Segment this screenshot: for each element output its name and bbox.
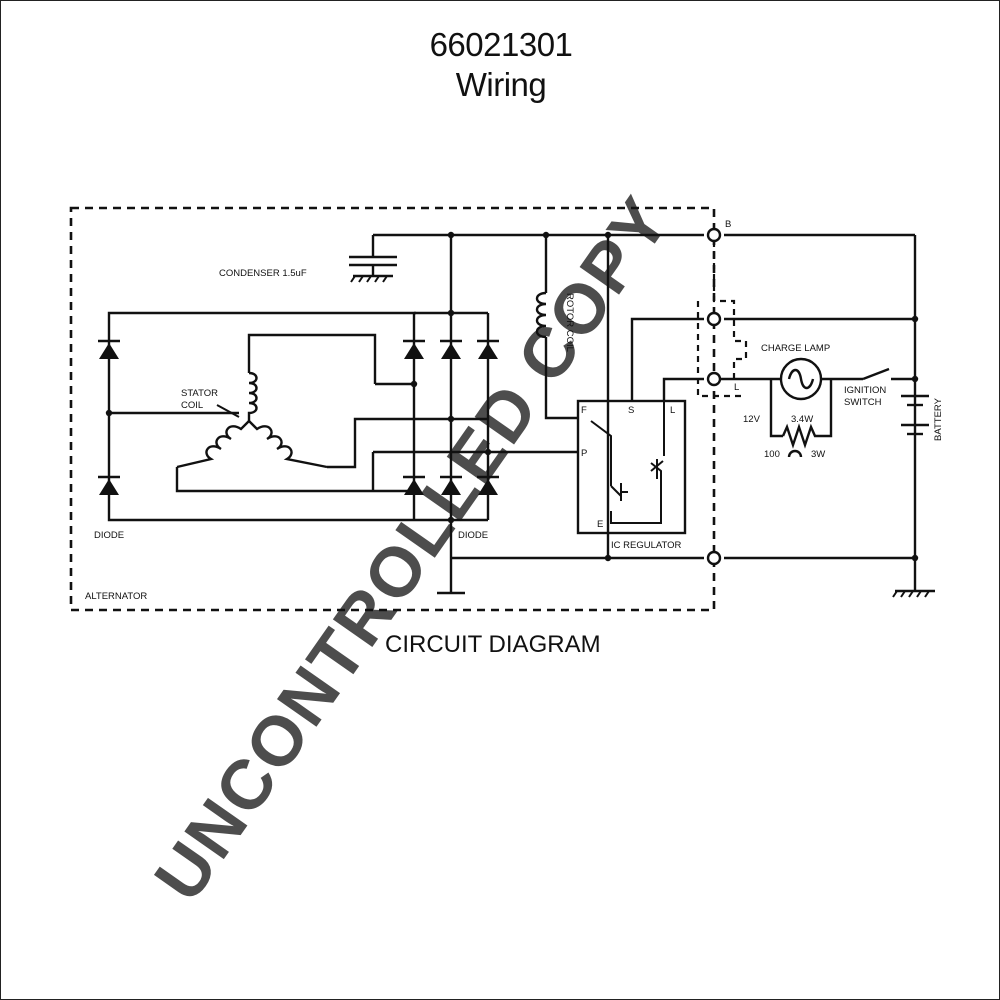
- charge-lamp-label: CHARGE LAMP: [761, 343, 830, 354]
- omega-icon: [787, 449, 803, 458]
- diode-icon: [477, 475, 499, 495]
- terminal-l-label: L: [734, 382, 739, 393]
- ignition-label-line2: SWITCH: [844, 397, 882, 408]
- resistor-value-label: 100: [764, 449, 780, 460]
- terminal-b-label: B: [725, 219, 731, 230]
- lamp-power-label: 3.4W: [791, 414, 813, 425]
- diode-icon: [98, 339, 120, 359]
- reg-terminal-e: E: [597, 519, 603, 530]
- terminal-e[interactable]: [706, 550, 722, 566]
- diode-icon: [403, 475, 425, 495]
- left-diode-bridge: DIODE: [94, 311, 416, 541]
- condenser: CONDENSER 1.5uF: [219, 235, 397, 283]
- lamp-voltage-label: 12V: [743, 414, 761, 425]
- diode-label-right: DIODE: [458, 530, 488, 541]
- terminal-b[interactable]: [706, 227, 722, 243]
- stator-label-line1: STATOR: [181, 388, 218, 399]
- stator-label-line2: COIL: [181, 400, 203, 411]
- watermark: UNCONTROLLED COPY: [139, 183, 684, 915]
- reg-terminal-l: L: [670, 405, 675, 416]
- diode-icon: [403, 339, 425, 359]
- ic-regulator-label: IC REGULATOR: [611, 540, 682, 551]
- alternator-label: ALTERNATOR: [85, 591, 147, 602]
- terminal-l[interactable]: [706, 371, 722, 387]
- ignition-label-line1: IGNITION: [844, 385, 886, 396]
- diode-icon: [477, 339, 499, 359]
- reg-terminal-s: S: [628, 405, 634, 416]
- ground-bus: [437, 554, 935, 598]
- stator-coil: STATOR COIL: [175, 333, 578, 493]
- ic-regulator: F S L P E IC REGULATOR: [576, 235, 919, 558]
- reg-terminal-f: F: [581, 405, 587, 416]
- battery: BATTERY: [901, 394, 944, 441]
- ground-icon: [892, 590, 930, 598]
- condenser-label: CONDENSER 1.5uF: [219, 268, 307, 279]
- diode-icon: [440, 475, 462, 495]
- diode-label-left: DIODE: [94, 530, 124, 541]
- reg-terminal-p: P: [581, 448, 587, 459]
- diode-icon: [98, 475, 120, 495]
- condenser-ground-icon: [350, 275, 388, 283]
- alternator-terminals: B L: [696, 219, 748, 566]
- battery-label: BATTERY: [933, 397, 944, 441]
- diagram-subtitle: Wiring: [455, 66, 547, 103]
- title-block: 66021301 Wiring: [1, 25, 1000, 105]
- resistor-power-label: 3W: [811, 449, 825, 460]
- rotor-coil: ROTOR COIL: [535, 235, 578, 420]
- part-number: 66021301: [429, 26, 573, 63]
- terminal-s[interactable]: [706, 311, 722, 327]
- alternator-enclosure: [69, 206, 716, 612]
- charge-lamp-circuit: CHARGE LAMP IGNITION SWITCH 12V 3.4W 100…: [720, 343, 919, 460]
- diagram-caption: CIRCUIT DIAGRAM: [385, 631, 601, 658]
- diode-icon: [440, 339, 462, 359]
- rotor-coil-label: ROTOR COIL: [564, 293, 575, 352]
- right-diode-bridge: DIODE: [403, 235, 499, 558]
- resistor-icon: [781, 423, 819, 449]
